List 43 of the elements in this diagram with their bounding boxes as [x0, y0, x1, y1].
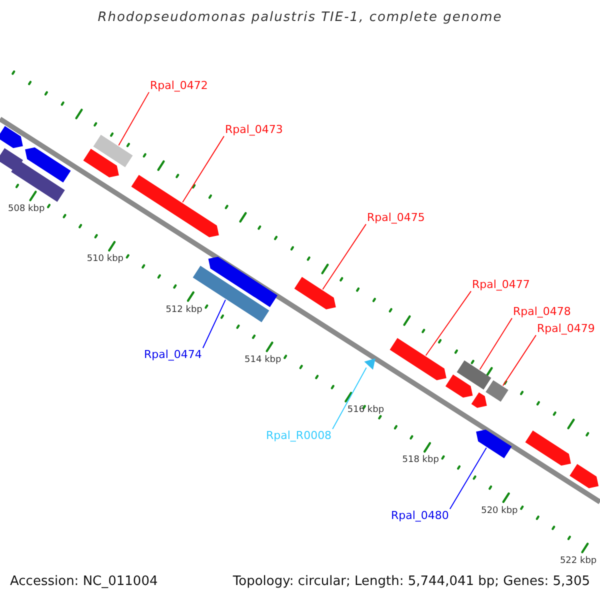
- leader-line: [182, 136, 224, 203]
- gene-label: Rpal_0474: [144, 348, 202, 362]
- gene-label: Rpal_0475: [367, 211, 425, 224]
- gene-label: Rpal_0479: [537, 322, 595, 336]
- scale-label: 510 kbp: [86, 254, 124, 266]
- leader-line: [449, 447, 487, 510]
- gene-feature: [208, 256, 278, 308]
- scale-label: 508 kbp: [8, 204, 45, 215]
- leader-line: [502, 334, 536, 386]
- accession-text: Accession: NC_011004: [10, 574, 158, 590]
- leader-line: [118, 92, 150, 146]
- scale-label: 518 kbp: [402, 455, 439, 466]
- gene-feature: [525, 430, 571, 466]
- leader-line: [322, 224, 366, 290]
- diagram-title: Rhodopseudomonas palustris TIE-1, complete genome: [96, 10, 504, 26]
- leader-line: [332, 367, 367, 430]
- gene-block: [486, 380, 508, 402]
- scale-label: 514 kbp: [244, 354, 282, 366]
- gene-label: Rpal_0472: [150, 79, 208, 92]
- scale-label: 512 kbp: [166, 304, 202, 316]
- gene-label: Rpal_R0008: [266, 429, 332, 442]
- gene-feature: [445, 374, 473, 398]
- gene-label: Rpal_0477: [472, 278, 530, 292]
- leader-line: [425, 290, 472, 356]
- gene-feature: [390, 338, 446, 380]
- scale-label: 522 kbp: [560, 556, 597, 567]
- leader-line: [202, 299, 226, 348]
- gene-label: Rpal_0480: [391, 509, 449, 522]
- gene-feature: [0, 126, 23, 148]
- genome-summary: Topology: circular; Length: 5,744,041 bp; Genes: 5,305: [232, 574, 590, 590]
- gene-triangle: [364, 358, 376, 370]
- scale-label: 520 kbp: [481, 506, 518, 516]
- gene-label: Rpal_0478: [513, 305, 571, 318]
- gene-feature: [570, 464, 599, 488]
- gene-feature: [476, 430, 512, 458]
- gene-feature: [25, 147, 71, 182]
- leader-line: [479, 318, 512, 370]
- gene-label: Rpal_0473: [225, 123, 283, 136]
- gene-feature: [471, 392, 487, 408]
- gene-feature: [131, 174, 219, 238]
- gene-feature: [294, 276, 336, 310]
- scale-label: 516 kbp: [347, 405, 384, 416]
- gene-feature: [83, 148, 119, 178]
